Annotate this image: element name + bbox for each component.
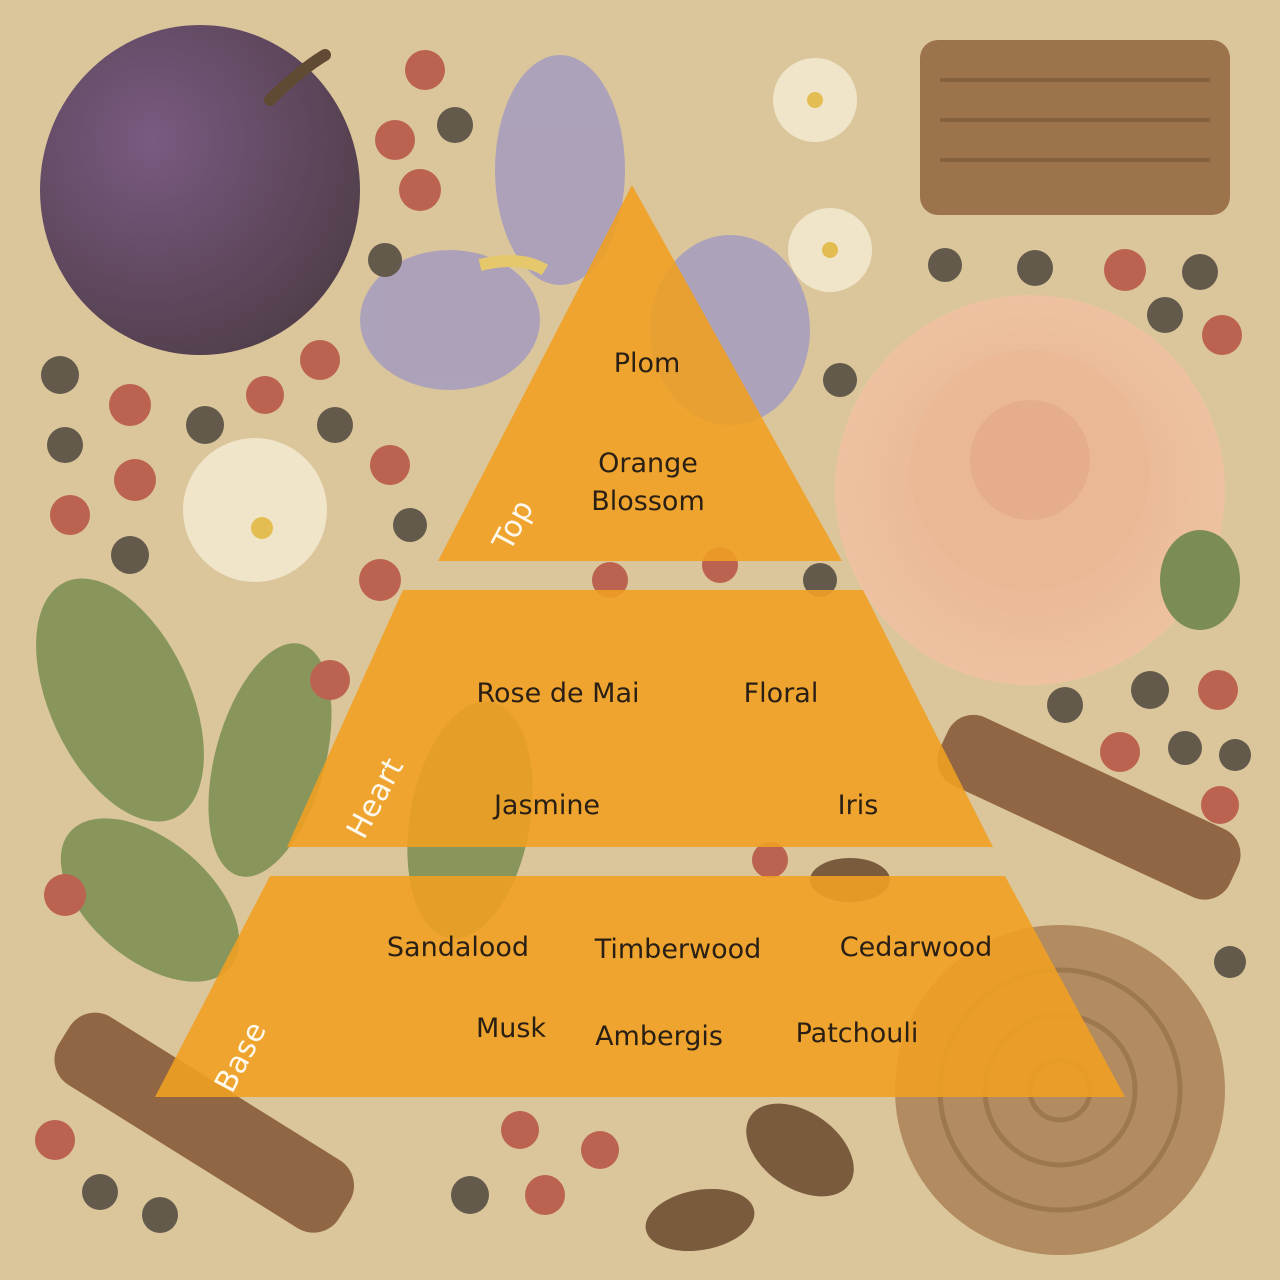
note-timberwood: Timberwood: [594, 934, 762, 965]
note-floral: Floral: [743, 678, 819, 709]
note-plom: Plom: [613, 348, 681, 379]
note-ambergis: Ambergis: [595, 1021, 723, 1052]
note-musk: Musk: [475, 1013, 547, 1044]
almond-icon: [645, 858, 890, 1252]
note-rose-de-mai: Rose de Mai: [476, 678, 640, 709]
wood-block-icon: [920, 40, 1230, 215]
note-jasmine: Jasmine: [493, 790, 601, 821]
pyramid-tier-heart: [287, 590, 993, 847]
note-orange-blossom: Orange Blossom: [591, 448, 705, 517]
cinnamon-stick-icon: [54, 714, 1241, 1233]
plum-icon: [40, 25, 360, 355]
note-cedarwood: Cedarwood: [839, 932, 993, 963]
jasmine-flower-icon: [183, 58, 872, 582]
rose-icon: [835, 295, 1240, 685]
note-iris: Iris: [837, 790, 879, 821]
note-patchouli: Patchouli: [795, 1018, 919, 1049]
note-sandalood: Sandalood: [386, 932, 530, 963]
peppercorn-icon: [35, 50, 1251, 1233]
pyramid-tier-base: [155, 876, 1125, 1097]
pyramid-tier-top: [438, 185, 842, 561]
